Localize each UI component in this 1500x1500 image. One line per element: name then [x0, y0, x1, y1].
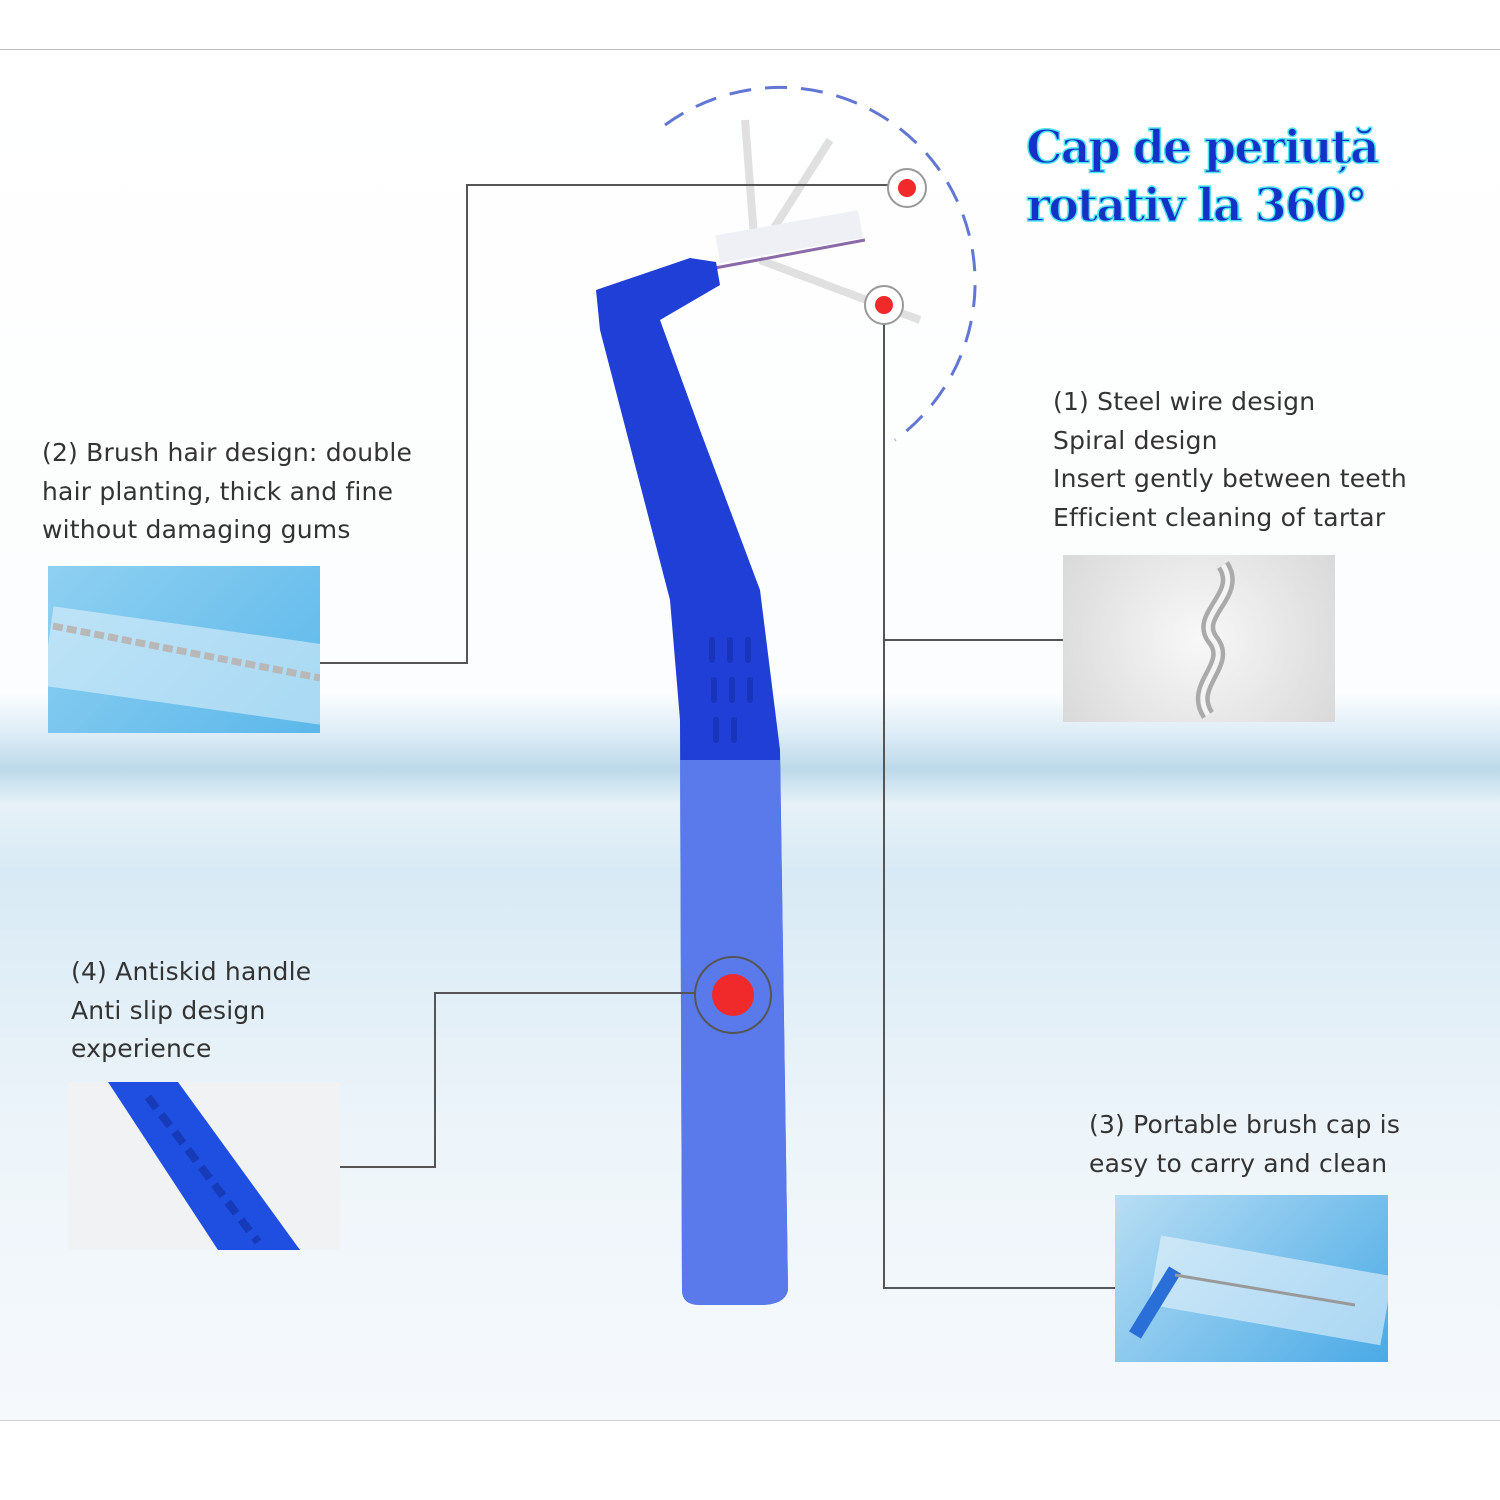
title-line-1: Cap de periuță: [1025, 119, 1380, 175]
caption-line: Insert gently between teeth: [1053, 464, 1407, 493]
brush-hair-caption: (2) Brush hair design: double hair plant…: [42, 434, 412, 550]
top-divider: [0, 49, 1500, 50]
title-line-2: rotativ la 360°: [1025, 177, 1368, 233]
brush-cap-photo: [1115, 1195, 1388, 1362]
caption-line: experience: [71, 1034, 212, 1063]
handle-photo: [68, 1082, 340, 1250]
marker-middle: [864, 285, 904, 325]
bottom-divider: [0, 1420, 1500, 1421]
brush-hair-photo: [48, 566, 320, 733]
callout-line-steel-wire: [883, 322, 1115, 1289]
rotation-arc: [664, 86, 977, 442]
caption-line: without damaging gums: [42, 515, 351, 544]
brush-cap-caption: (3) Portable brush cap is easy to carry …: [1089, 1106, 1400, 1183]
caption-line: (2) Brush hair design: double: [42, 438, 413, 467]
marker-top: [887, 168, 927, 208]
rotating-head-title: Cap de periuță rotativ la 360°: [1025, 118, 1380, 234]
callout-line-brush-hair: [320, 184, 890, 664]
caption-line: (4) Antiskid handle: [71, 957, 312, 986]
caption-line: (3) Portable brush cap is: [1089, 1110, 1401, 1139]
caption-line: Spiral design: [1053, 425, 1218, 455]
caption-line: Efficient cleaning of tartar: [1053, 502, 1386, 532]
handle-caption: (4) Antiskid handle Anti slip design exp…: [71, 953, 311, 1069]
steel-wire-photo: [1063, 555, 1335, 722]
steel-wire-caption: (1) Steel wire design Spiral design Inse…: [1053, 383, 1407, 537]
caption-line: easy to carry and clean: [1089, 1148, 1388, 1178]
caption-line: (1) Steel wire design: [1053, 387, 1316, 416]
marker-handle: [694, 956, 772, 1034]
brush-head: [714, 210, 866, 270]
caption-line: hair planting, thick and fine: [42, 476, 394, 506]
callout-line-handle: [340, 992, 695, 1168]
caption-line: Anti slip design: [71, 995, 266, 1025]
